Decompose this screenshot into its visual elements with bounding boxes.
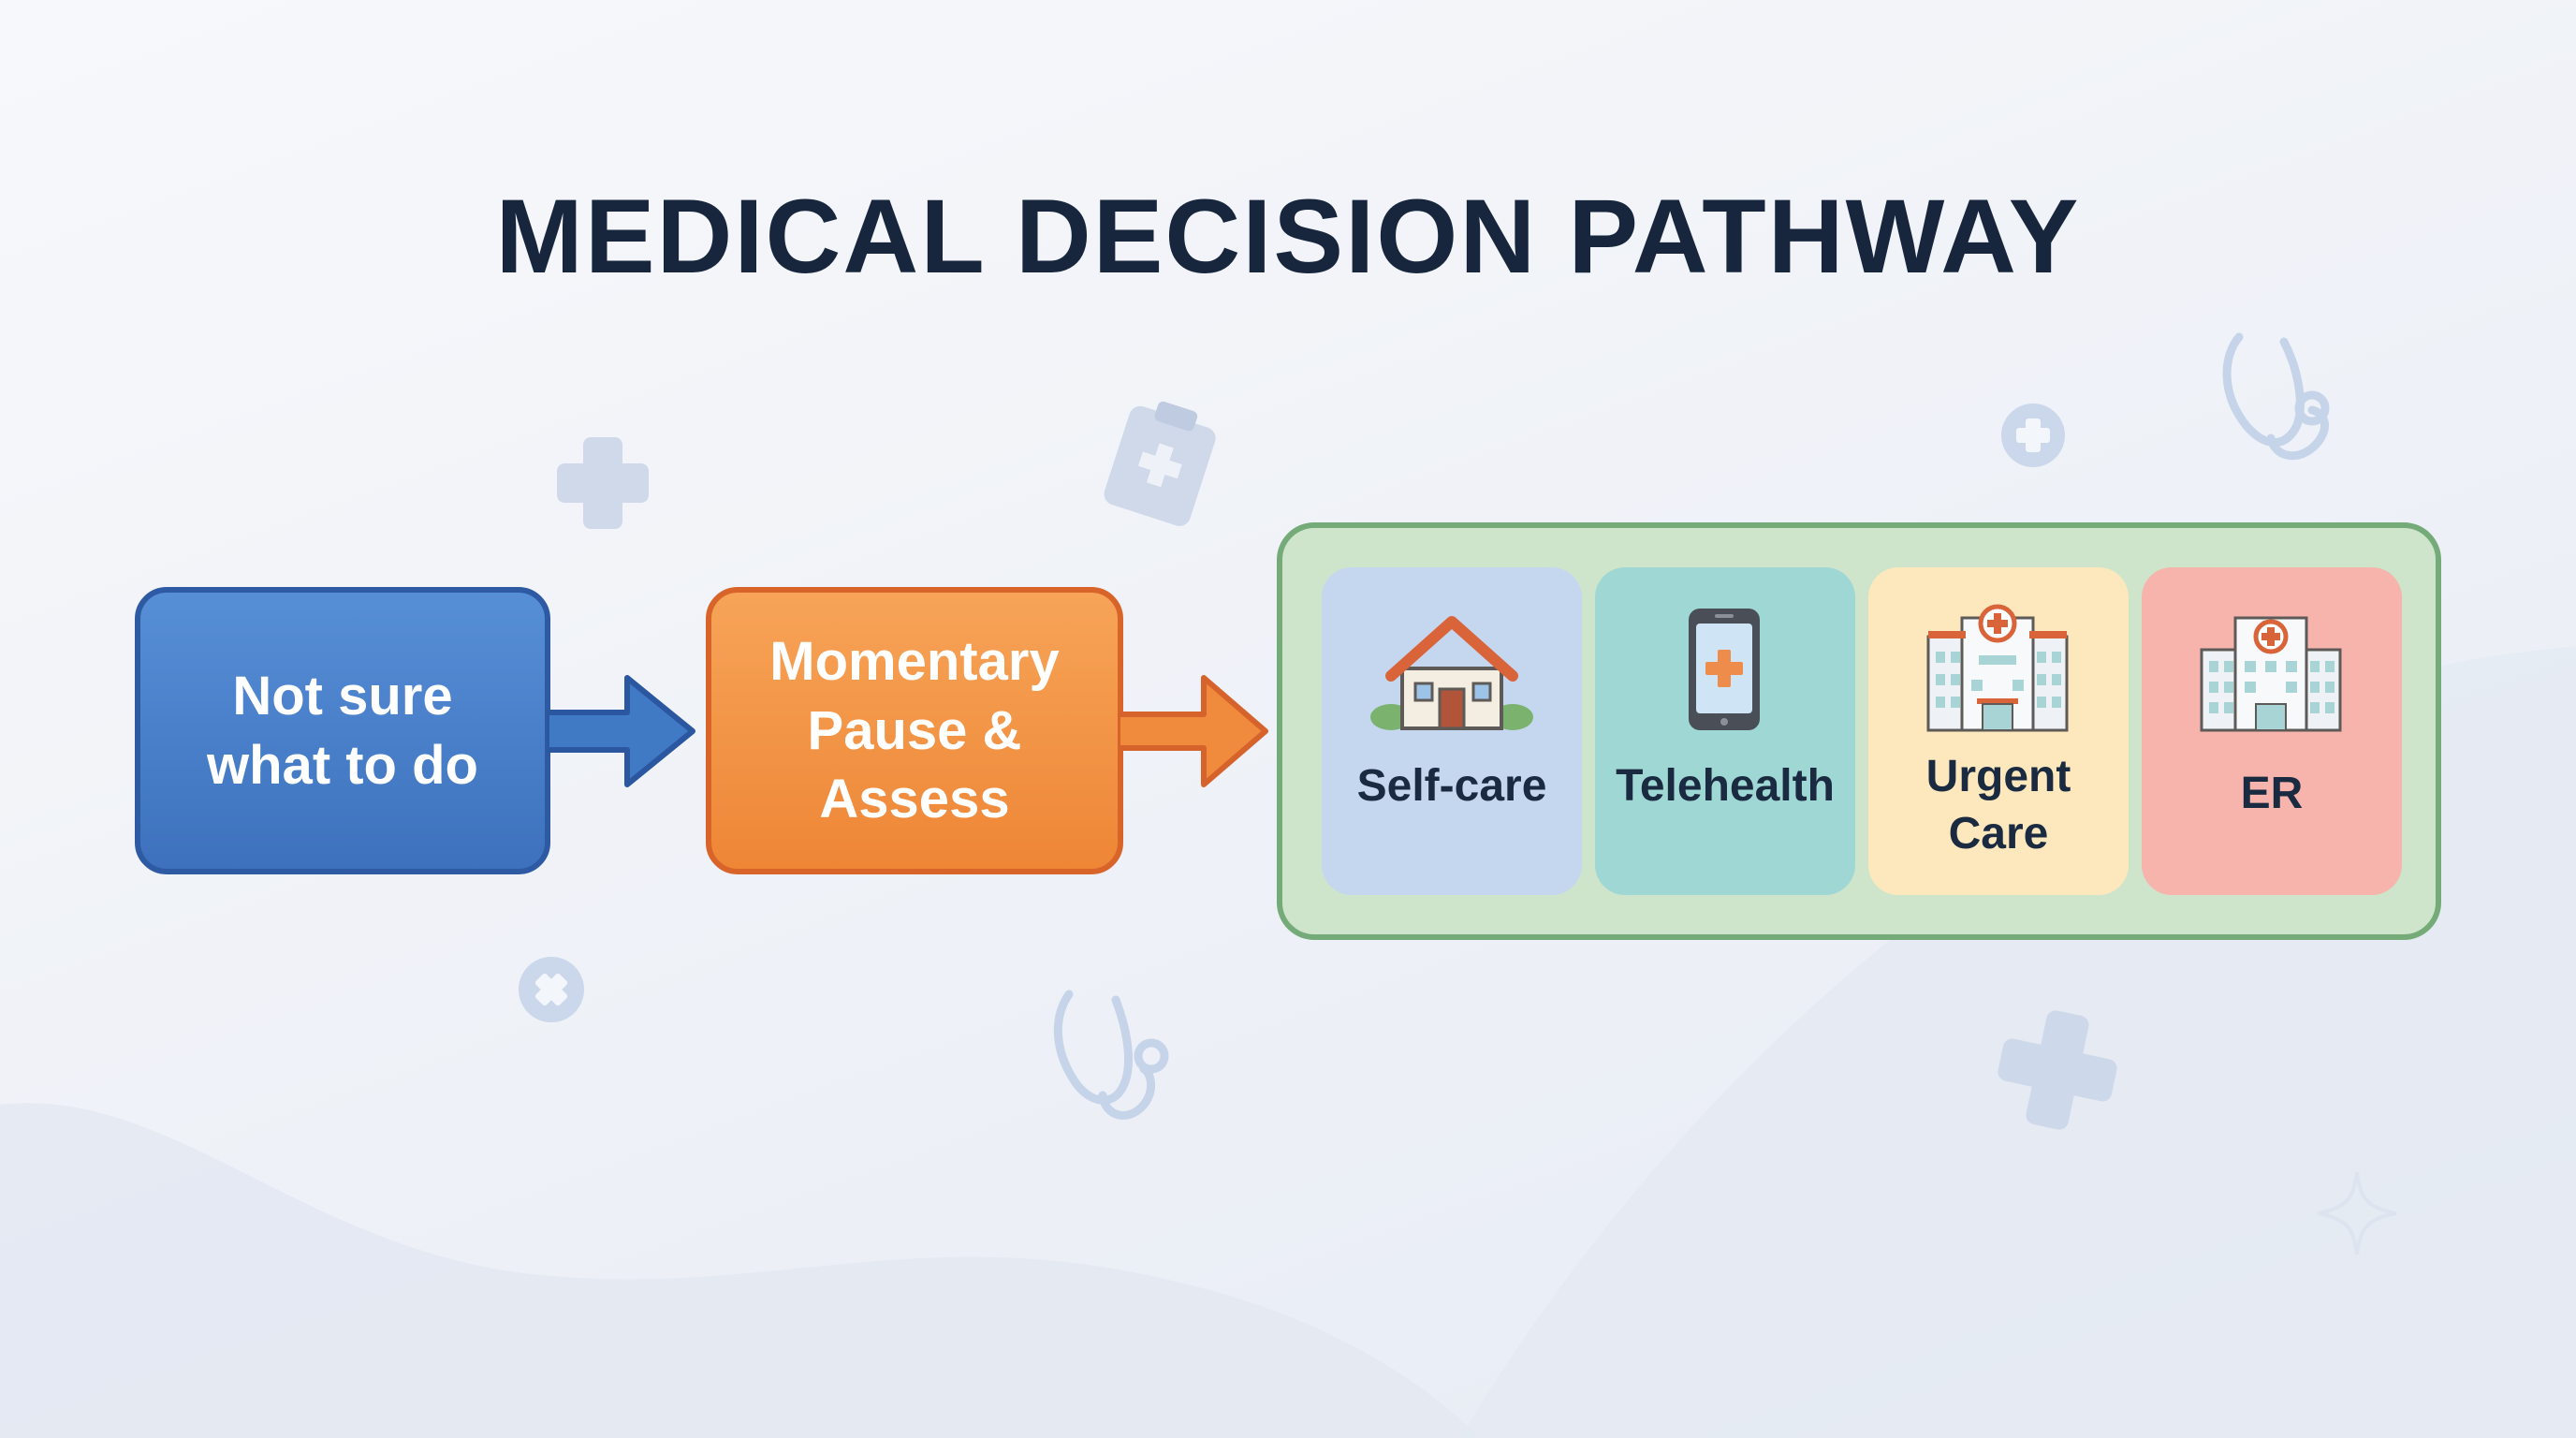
- step-not-sure-label: Not sure what to do: [207, 665, 478, 796]
- option-self-care: Self-care: [1322, 567, 1582, 895]
- house-icon: [1370, 616, 1533, 730]
- plus-icon: [557, 437, 649, 529]
- stethoscope-icon: [2222, 332, 2330, 461]
- step-pause-assess: Momentary Pause & Assess: [706, 587, 1123, 874]
- plus-circle-icon: [2001, 404, 2065, 467]
- step-not-sure: Not sure what to do: [135, 587, 550, 874]
- clinic-building-icon: [1926, 604, 2069, 732]
- sparkle-icon: [2317, 1171, 2397, 1255]
- step-pause-assess-label: Momentary Pause & Assess: [769, 631, 1060, 830]
- option-er: ER: [2142, 567, 2402, 895]
- option-urgent-care-label: Urgent Care: [1925, 752, 2071, 858]
- option-telehealth-label: Telehealth: [1616, 761, 1835, 811]
- stethoscope-icon: [1053, 990, 1169, 1120]
- background-wave: [0, 1103, 1479, 1438]
- hospital-icon: [2200, 616, 2342, 732]
- option-telehealth: Telehealth: [1595, 567, 1855, 895]
- close-circle-icon: [519, 957, 584, 1022]
- page-title: MEDICAL DECISION PATHWAY: [495, 178, 2081, 295]
- arrow-right-icon: [1118, 675, 1268, 787]
- option-urgent-care: Urgent Care: [1868, 567, 2129, 895]
- option-er-label: ER: [2240, 769, 2304, 818]
- option-self-care-label: Self-care: [1356, 761, 1547, 811]
- plus-icon: [1998, 1010, 2117, 1130]
- arrow-right-icon: [547, 675, 695, 787]
- medical-clipboard-icon: [1104, 401, 1216, 526]
- smartphone-medical-icon: [1689, 609, 1760, 730]
